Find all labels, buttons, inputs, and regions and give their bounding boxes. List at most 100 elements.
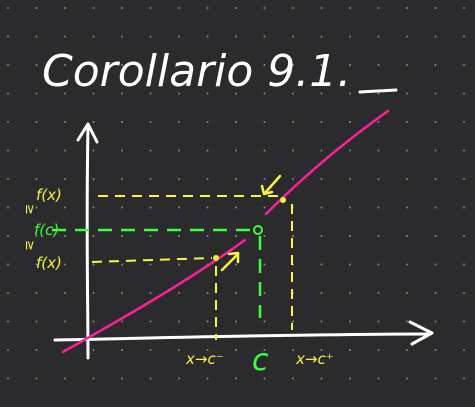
grid-dot [292, 64, 294, 66]
grid-dot [35, 64, 38, 66]
grid-dot [320, 377, 323, 380]
grid-dot [434, 263, 437, 266]
grid-dot [377, 7, 380, 9]
grid-dot [406, 35, 408, 38]
grid-dot [235, 64, 237, 66]
grid-dot [64, 235, 66, 237]
grid-dot [149, 92, 152, 95]
grid-dot [235, 320, 237, 323]
grid-dot [377, 235, 380, 237]
grid-dot [320, 206, 323, 209]
grid-dot [149, 7, 152, 9]
grid-dot [320, 121, 323, 123]
grid-dot [149, 320, 152, 323]
grid-dot [463, 178, 465, 180]
grid-dot [178, 349, 180, 351]
dot-grid [7, 7, 465, 380]
grid-dot [35, 349, 38, 351]
grid-dot [121, 35, 123, 38]
grid-dot [377, 263, 380, 266]
grid-dot [92, 320, 95, 323]
grid-dot [263, 320, 266, 323]
grid-dot [149, 206, 152, 209]
x-axis-arrow [408, 320, 434, 346]
grid-dot [35, 206, 38, 209]
fx-lower-guide [91, 257, 213, 263]
grid-dot [263, 377, 266, 380]
grid-dot [7, 349, 9, 351]
grid-dot [206, 149, 209, 152]
grid-dot [178, 7, 180, 9]
grid-dot [206, 121, 209, 123]
grid-dot [263, 178, 266, 180]
grid-dot [121, 235, 123, 237]
grid-dot [406, 149, 408, 152]
grid-dot [121, 263, 123, 266]
geq-symbol-lower: ≥ [22, 240, 37, 251]
grid-dot [92, 35, 95, 38]
grid-dot [463, 206, 465, 209]
grid-dot [7, 263, 9, 266]
grid-dot [121, 377, 123, 380]
grid-dot [92, 64, 95, 66]
grid-dot [263, 149, 266, 152]
grid-dot [35, 292, 38, 294]
grid-dot [206, 292, 209, 294]
grid-dot [463, 263, 465, 266]
grid-dot [377, 35, 380, 38]
grid-dot [178, 121, 180, 123]
grid-dot [292, 35, 294, 38]
grid-dot [320, 64, 323, 66]
grid-dot [64, 206, 66, 209]
approach-arrow-left [220, 252, 240, 272]
grid-dot [292, 149, 294, 152]
grid-dot [149, 35, 152, 38]
grid-dot [7, 377, 9, 380]
grid-dot [263, 292, 266, 294]
grid-dot [406, 178, 408, 180]
grid-dot [235, 292, 237, 294]
grid-dot [149, 235, 152, 237]
grid-dot [92, 206, 95, 209]
grid-dot [7, 35, 9, 38]
grid-dot [35, 7, 38, 9]
grid-dot [320, 178, 323, 180]
grid-dot [235, 206, 237, 209]
grid-dot [235, 263, 237, 266]
grid-dot [149, 292, 152, 294]
grid-dot [263, 92, 266, 95]
label-c: c [252, 343, 269, 378]
grid-dot [149, 263, 152, 266]
grid-dot [7, 178, 9, 180]
grid-dot [235, 377, 237, 380]
grid-dot [463, 121, 465, 123]
grid-dot [463, 7, 465, 9]
grid-dot [121, 92, 123, 95]
grid-dot [178, 206, 180, 209]
grid-dot [406, 206, 408, 209]
y-axis-arrow [76, 122, 99, 144]
grid-dot [64, 35, 66, 38]
grid-dot [320, 92, 323, 95]
grid-dot [349, 121, 351, 123]
grid-dot [92, 178, 95, 180]
grid-dot [434, 178, 437, 180]
grid-dot [92, 149, 95, 152]
grid-dot [235, 349, 237, 351]
grid-dot [92, 7, 95, 9]
grid-dot [349, 235, 351, 237]
grid-dot [263, 121, 266, 123]
title-underline [358, 88, 398, 94]
grid-dot [178, 292, 180, 294]
grid-dot [64, 149, 66, 152]
grid-dot [64, 92, 66, 95]
grid-dot [349, 349, 351, 351]
grid-dot [463, 292, 465, 294]
grid-dot [121, 320, 123, 323]
grid-dot [235, 235, 237, 237]
point-x-right [280, 197, 286, 203]
grid-dot [377, 377, 380, 380]
grid-dot [377, 64, 380, 66]
grid-dot [149, 121, 152, 123]
